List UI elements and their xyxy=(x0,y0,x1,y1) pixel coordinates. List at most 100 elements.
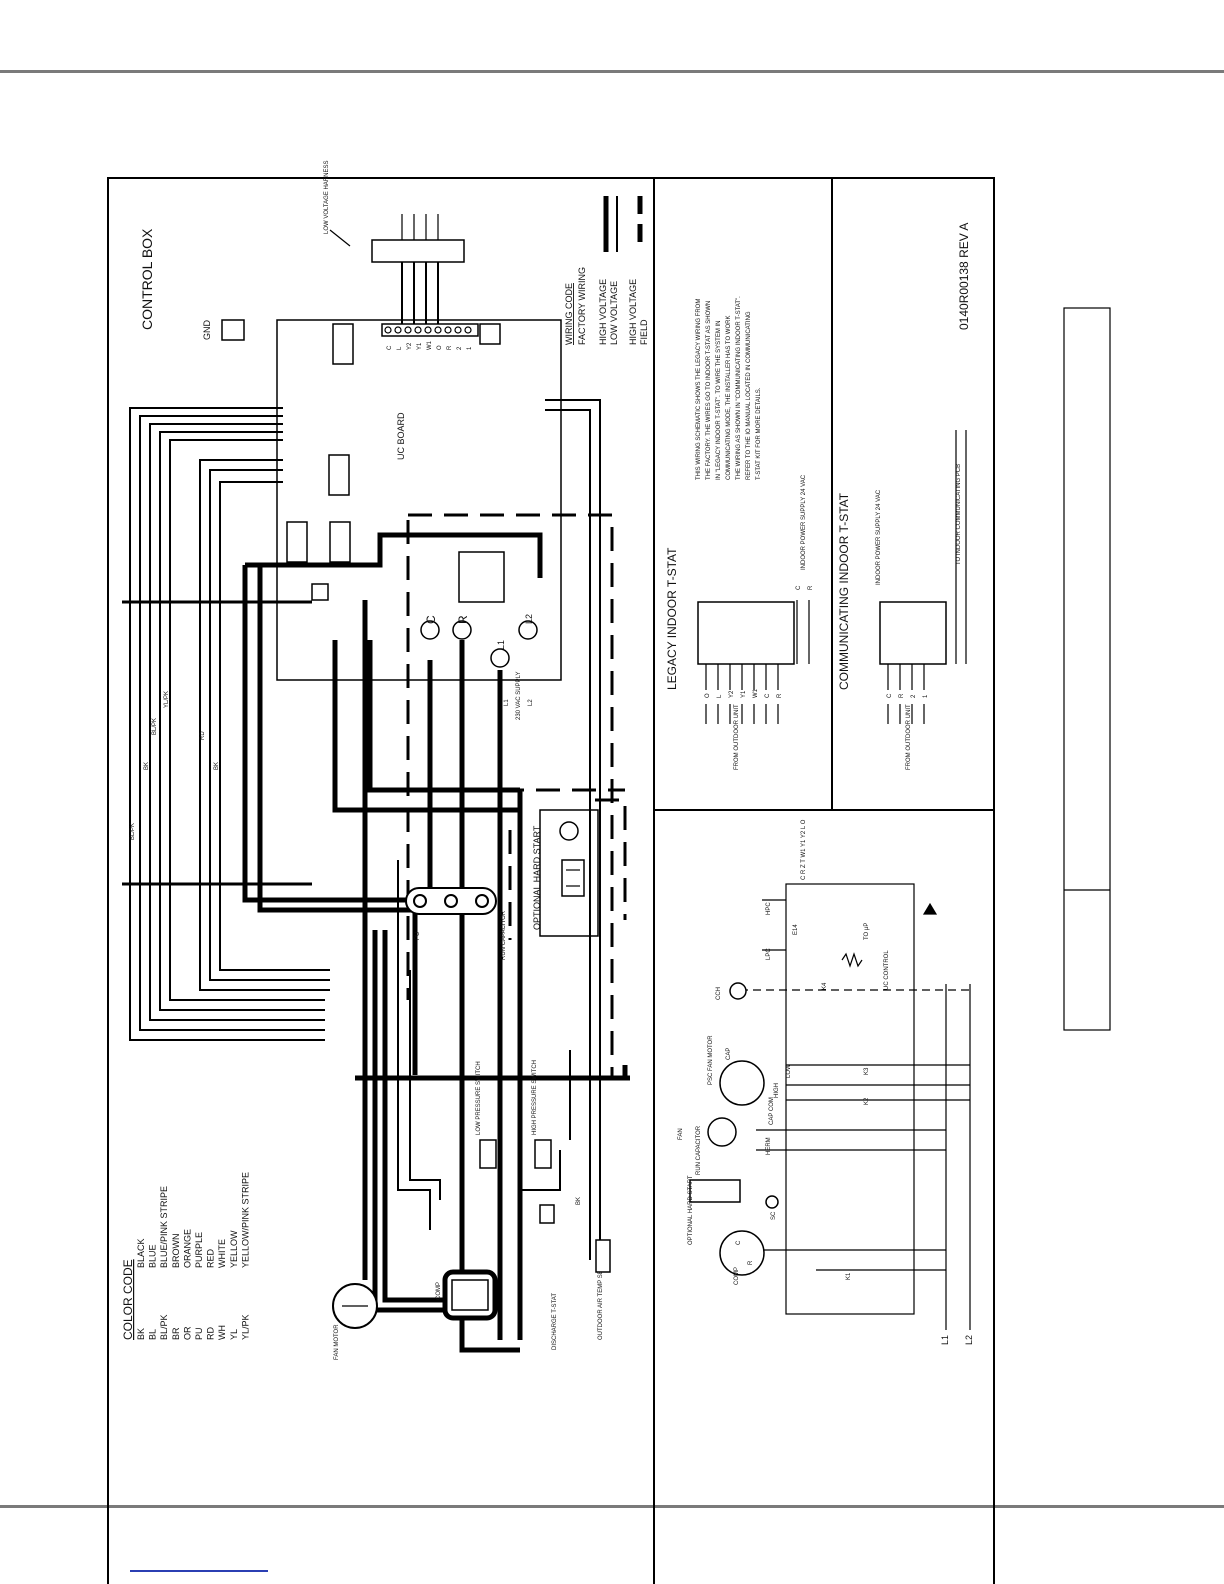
high-pressure-switch-label: HIGH PRESSURE SWITCH xyxy=(532,1060,538,1135)
ladder-cch xyxy=(729,982,747,1000)
legacy-terminal-label: L xyxy=(717,694,723,698)
color-code-name: WHITE xyxy=(217,1239,227,1268)
terminal-r-label: R xyxy=(456,615,470,624)
color-code-abbrev: BL/PK xyxy=(159,1314,169,1340)
run-capacitor-label: RUN CAPACITOR xyxy=(501,910,507,960)
note-line: THIS WIRING SCHEMATIC SHOWS THE LEGACY W… xyxy=(696,299,702,480)
terminal-c-ring xyxy=(420,620,440,640)
legacy-tstat-panel: LEGACY INDOOR T-STAT OLY2Y1W1CROL (OPTIO… xyxy=(665,474,814,770)
communicating-pcb-label: TO INDOOR COMMUNICATING PCB xyxy=(956,464,962,565)
ladder-l1: L1 xyxy=(940,1335,950,1345)
ladder-herm: HERM xyxy=(766,1137,772,1155)
communicating-tstat-box xyxy=(879,601,947,665)
uc-board-label: UC BOARD xyxy=(396,412,406,460)
footer-link[interactable] xyxy=(130,1570,268,1572)
ladder-k4: K4 xyxy=(822,982,828,990)
uc-l1-side: L1 xyxy=(504,699,510,706)
wire-tag-bk3: BK xyxy=(576,1197,582,1205)
terminal-l2-label: L2 xyxy=(524,614,534,624)
terminal-label-l: L xyxy=(397,346,403,350)
side-reference-box xyxy=(1063,307,1111,1031)
high-voltage-label: HIGH VOLTAGE xyxy=(598,279,608,345)
terminal-label-1: 1 xyxy=(467,346,473,350)
ladder-schematic: L1 L2 COMP C R SC OPTIONAL HARD START RU… xyxy=(678,819,974,1345)
ladder-sc xyxy=(765,1195,779,1209)
uc-relay-small-4 xyxy=(328,454,350,496)
terminal-label-y2: Y2 xyxy=(407,342,413,350)
color-code-abbrev: PU xyxy=(194,1327,204,1340)
ladder-cap: CAP xyxy=(726,1048,732,1060)
uc-relay xyxy=(458,551,505,603)
ladder-psc-motor xyxy=(719,1060,765,1106)
legacy-terminal-label: Y2 xyxy=(729,690,735,698)
pressure-switches: LOW PRESSURE SWITCH HIGH PRESSURE SWITCH xyxy=(476,1060,555,1224)
wiring-code-legend: WIRING CODE FACTORY WIRING HIGH VOLTAGE … xyxy=(564,196,649,345)
wire-tag-blpk: BL/PK xyxy=(130,823,136,840)
top-rule xyxy=(0,70,1224,73)
ladder-hard-start xyxy=(689,1179,741,1203)
terminal-label-c: C xyxy=(387,345,393,350)
uc-relay-small-1 xyxy=(329,521,351,563)
legacy-power-c: C xyxy=(796,585,802,590)
terminal-strip: C L Y2 Y1 W1 O R 2 1 LOW VOLTAGE HARNESS xyxy=(324,161,479,350)
legacy-terminal-label: C xyxy=(765,693,771,698)
ladder-fan-label: FAN xyxy=(678,1128,684,1140)
terminal-l1-label: L1 xyxy=(496,640,506,650)
uc-l2-side: L2 xyxy=(528,699,534,706)
note-line: T-STAT KIT FOR MORE DETAILS. xyxy=(756,387,762,480)
terminal-r-ring xyxy=(452,620,472,640)
communicating-terminal-label: 2 xyxy=(911,694,917,698)
ladder-high: HIGH xyxy=(774,1083,780,1098)
discharge-tstat-label: DISCHARGE T-STAT xyxy=(552,1293,558,1350)
uc-board-outline xyxy=(276,319,562,681)
ladder-uc-control: UC CONTROL xyxy=(884,950,890,990)
color-code-abbrev: YL xyxy=(229,1329,239,1340)
uc-plug xyxy=(311,583,329,601)
communicating-terminal-label: C xyxy=(887,693,893,698)
compressor-label: COMP xyxy=(436,1282,442,1300)
ladder-k3: K3 xyxy=(864,1067,870,1075)
ladder-cap-com: CAP COM xyxy=(769,1097,775,1125)
uc-board: UC BOARD C R L1 L2 230 VAC SUPPLY L1 L2 xyxy=(276,319,562,720)
gnd-label: GND xyxy=(202,320,212,341)
notes: THIS WIRING SCHEMATIC SHOWS THE LEGACY W… xyxy=(696,296,762,480)
ladder-fan xyxy=(707,1117,737,1147)
optional-hard-start-label: OPTIONAL HARD START xyxy=(532,825,542,930)
note-line: THE WIRING AS SHOWN IN "COMMUNICATING IN… xyxy=(736,296,742,480)
field-high-voltage-label: HIGH VOLTAGE xyxy=(628,279,638,345)
communicating-tstat-panel: COMMUNICATING INDOOR T-STAT CCRR2211 FRO… xyxy=(837,430,967,770)
ladder-to-up: TO μP xyxy=(864,923,870,940)
legacy-power-label: INDOOR POWER SUPPLY 24 VAC xyxy=(801,474,807,570)
factory-wiring-label: FACTORY WIRING xyxy=(577,267,587,345)
color-code-name: BLUE xyxy=(148,1244,158,1268)
low-pressure-switch-label: LOW PRESSURE SWITCH xyxy=(476,1061,482,1135)
fan-motor-label: FAN MOTOR xyxy=(334,1324,340,1360)
low-voltage-label: LOW VOLTAGE xyxy=(609,281,619,345)
field-wires xyxy=(406,513,627,1080)
legacy-terminal-label: Y1 xyxy=(741,690,747,698)
color-code-name: YELLOW xyxy=(229,1230,239,1268)
ladder-run-cap-label: RUN CAPACITOR xyxy=(696,1125,702,1175)
color-code-abbrev: BR xyxy=(171,1327,181,1340)
ladder-terminals: C R Z T W1 Y1 Y2 L O xyxy=(801,819,807,880)
terminal-label-2: 2 xyxy=(457,346,463,350)
ladder-k1: K1 xyxy=(846,1272,852,1280)
legacy-tstat-title: LEGACY INDOOR T-STAT xyxy=(665,547,679,690)
wire-tag-bk: BK xyxy=(144,762,150,770)
color-code-name: PURPLE xyxy=(194,1232,204,1268)
ladder-sc-label: SC xyxy=(771,1211,777,1220)
wiring-code-title: WIRING CODE xyxy=(564,283,574,345)
uc-relay-small-3 xyxy=(332,323,354,365)
color-code-name: BLUE/PINK STRIPE xyxy=(159,1186,169,1268)
uc-relay-small-2 xyxy=(286,521,308,563)
drawing-number: 0140R00138 REV A xyxy=(957,223,971,330)
terminal-l1-ring xyxy=(490,648,510,668)
legacy-terminal-label: W1 xyxy=(753,688,759,698)
ladder-psc-label: PSC FAN MOTOR xyxy=(708,1035,714,1085)
color-code-title: COLOR CODE xyxy=(121,1259,135,1340)
low-voltage-wires xyxy=(122,399,601,1270)
wire-tag-rd: RD xyxy=(200,731,206,740)
color-code-name: RED xyxy=(206,1248,216,1268)
legacy-from-label: FROM OUTDOOR UNIT xyxy=(734,704,740,770)
